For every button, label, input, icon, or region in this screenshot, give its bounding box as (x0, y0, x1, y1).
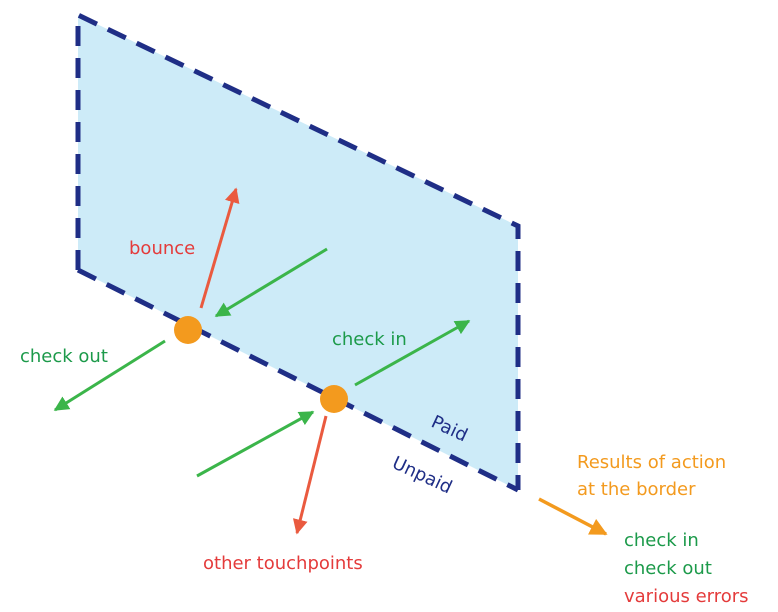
unpaid-zone-label: Unpaid (389, 452, 455, 498)
paid-zone-outline (75, 11, 521, 490)
results-arrow (538, 497, 608, 536)
check-out-label: check out (20, 346, 108, 367)
paid-unpaid-border (76, 267, 520, 493)
other-touchpoints-arrow (292, 415, 328, 535)
check-in-inbound-arrow (196, 410, 315, 478)
legend-title-line1: Results of action (577, 452, 726, 473)
touchpoint-1 (174, 316, 202, 344)
check-out-arrow (53, 339, 166, 412)
legend-item-errors: various errors (624, 586, 749, 607)
legend-item-check-in: check in (624, 530, 699, 551)
check-in-label: check in (332, 329, 407, 350)
bounce-arrow (199, 187, 240, 309)
touchpoint-2 (320, 385, 348, 413)
legend-title-line2: at the border (577, 479, 696, 500)
check-in-arrow (354, 319, 471, 387)
paid-zone (78, 15, 518, 490)
legend-item-check-out: check out (624, 558, 712, 579)
bounce-label: bounce (129, 238, 195, 259)
check-out-inbound-arrow (214, 247, 328, 318)
other-touchpoints-label: other touchpoints (203, 553, 363, 574)
